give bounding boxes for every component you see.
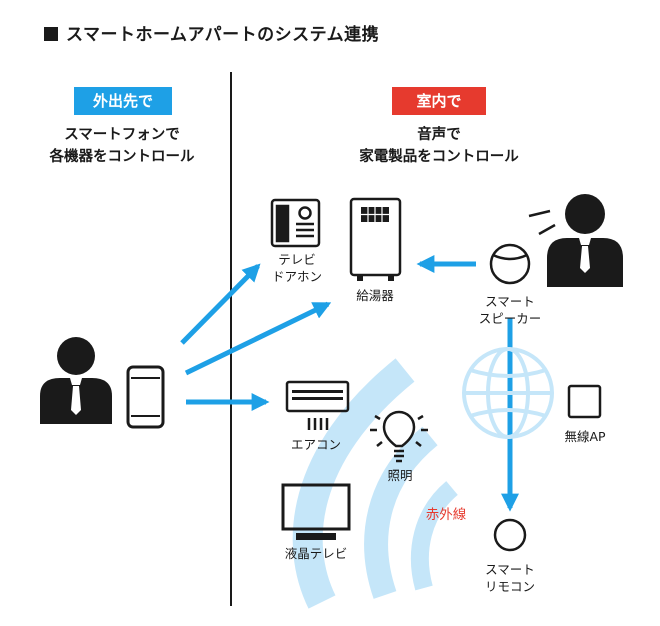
- indoor-caption: 音声で 家電製品をコントロール: [339, 124, 539, 168]
- smart-speaker-label-line2: スピーカー: [478, 311, 542, 326]
- smart-remote-label-line2: リモコン: [484, 579, 535, 594]
- smart-speaker-label-line1: スマート: [485, 294, 535, 309]
- diagram-title-row: スマートホームアパートのシステム連携: [44, 20, 379, 45]
- intercom-label: テレビ ドアホン: [262, 251, 332, 285]
- speaking-person-icon: [547, 194, 623, 287]
- infrared-wave-inner: [410, 481, 459, 591]
- arrow-to-water-heater: [184, 301, 332, 376]
- lighting-label: 照明: [387, 468, 413, 483]
- outside-badge: 外出先で: [74, 87, 172, 115]
- smart-speaker-icon: [489, 243, 531, 285]
- air-conditioner-icon: [285, 380, 350, 430]
- intercom-label-line1: テレビ: [278, 252, 316, 267]
- infrared-label: 赤外線: [425, 507, 467, 523]
- outside-caption-line2: 各機器をコントロール: [49, 149, 195, 165]
- indoor-badge: 室内で: [392, 87, 486, 115]
- arrow-to-intercom: [180, 263, 261, 345]
- smart-remote-label: スマート リモコン: [470, 561, 550, 595]
- smart-remote-icon: [493, 518, 527, 552]
- infrared-wave-outer: [292, 358, 415, 609]
- air-conditioner-label: エアコン: [290, 437, 341, 452]
- intercom-icon: [270, 198, 321, 248]
- speech-lines: [528, 209, 556, 236]
- smart-speaker-label: スマート スピーカー: [468, 293, 552, 327]
- smart-remote-label-line1: スマート: [485, 562, 535, 577]
- wireless-ap-label: 無線AP: [564, 429, 606, 444]
- outside-caption: スマートフォンで 各機器をコントロール: [32, 124, 212, 168]
- infrared-wave-middle: [364, 426, 438, 599]
- indoor-caption-line1: 音声で: [417, 127, 461, 143]
- infrared-waves: [292, 358, 459, 609]
- internet-globe-icon: [462, 347, 554, 439]
- water-heater-label: 給湯器: [356, 288, 394, 303]
- title-square-icon: [44, 27, 58, 41]
- outside-caption-line1: スマートフォンで: [64, 127, 180, 143]
- tv-label: 液晶テレビ: [284, 546, 348, 561]
- diagram-title: スマートホームアパートのシステム連携: [66, 25, 380, 45]
- indoor-caption-line2: 家電製品をコントロール: [359, 149, 519, 165]
- smartphone-icon: [126, 365, 165, 429]
- wireless-ap-icon: [567, 384, 602, 419]
- person-with-phone-icon: [40, 337, 112, 424]
- water-heater-icon: [349, 197, 402, 281]
- intercom-label-line2: ドアホン: [271, 269, 322, 284]
- tv-icon: [281, 483, 351, 540]
- light-bulb-icon: [370, 410, 428, 463]
